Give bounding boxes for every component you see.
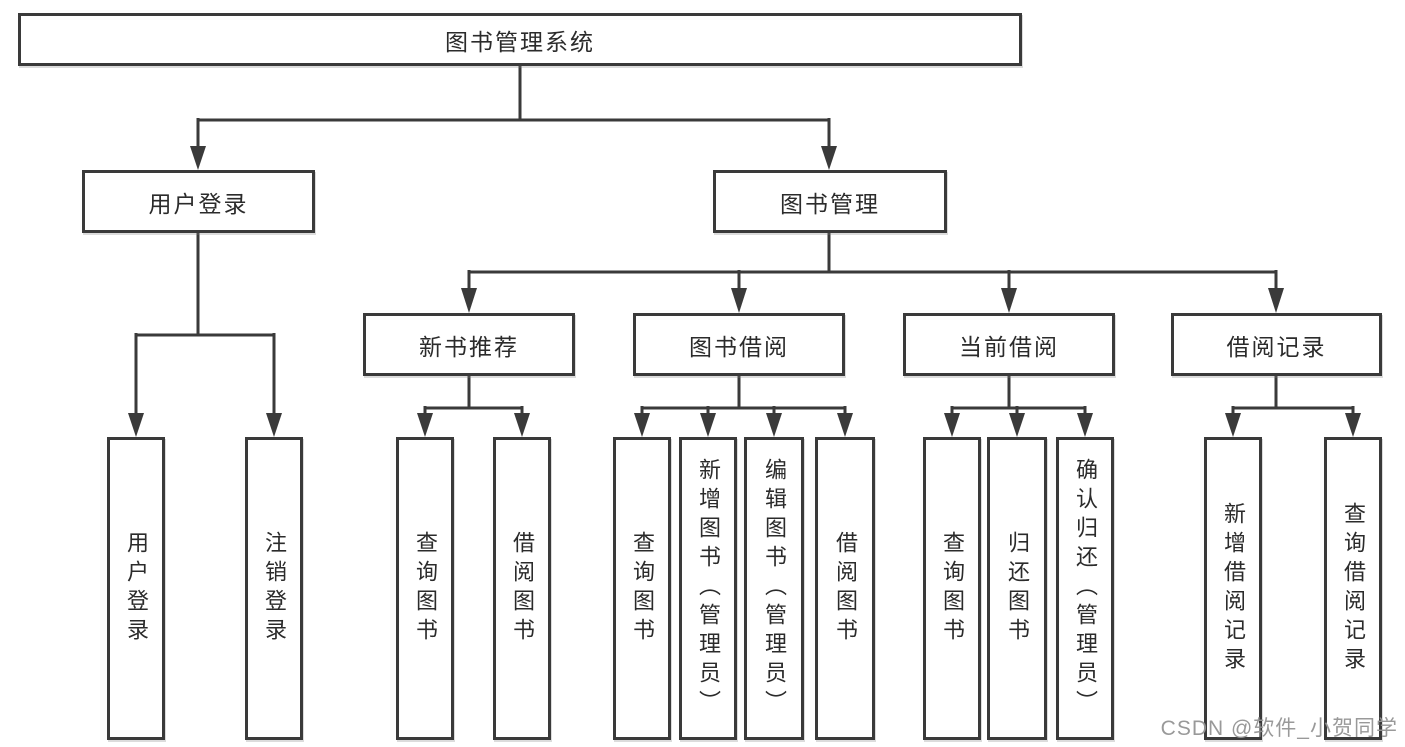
leaf-query-books-recommend: 查询图书 (396, 437, 454, 740)
connector-book-management-to-level3 (461, 233, 1284, 313)
leaf-label: 查询图书 (630, 530, 655, 647)
leaf-query-books-current: 查询图书 (923, 437, 981, 740)
leaf-label: 归还图书 (1005, 530, 1030, 647)
leaf-label: 新增借阅记录 (1221, 501, 1246, 676)
leaf-borrow-books-recommend: 借阅图书 (493, 437, 551, 740)
node-user-login: 用户登录 (82, 170, 315, 233)
csdn-watermark: CSDN @软件_小贺同学 (1160, 717, 1398, 740)
connector-root-to-level2 (190, 66, 837, 170)
leaf-label: 注销登录 (262, 530, 287, 647)
node-borrow-records: 借阅记录 (1171, 313, 1382, 376)
node-current-borrow: 当前借阅 (903, 313, 1115, 376)
leaf-label: 借阅图书 (833, 530, 858, 647)
connector-user-login-children (128, 233, 282, 437)
leaf-label: 编辑图书（管理员） (762, 458, 787, 719)
connector-current-borrow-children (944, 376, 1093, 437)
node-root-system: 图书管理系统 (18, 13, 1022, 66)
connector-borrow-records-children (1225, 376, 1361, 437)
leaf-confirm-return-admin: 确认归还（管理员） (1056, 437, 1114, 740)
node-new-book-recommend: 新书推荐 (363, 313, 575, 376)
leaf-logout: 注销登录 (245, 437, 303, 740)
leaf-query-borrow-record: 查询借阅记录 (1324, 437, 1382, 740)
leaf-label: 查询借阅记录 (1341, 501, 1366, 676)
connector-new-book-children (417, 376, 530, 437)
node-book-borrow: 图书借阅 (633, 313, 845, 376)
leaf-label: 借阅图书 (510, 530, 535, 647)
leaf-return-books: 归还图书 (987, 437, 1047, 740)
leaf-add-books-admin: 新增图书（管理员） (679, 437, 737, 740)
leaf-edit-books-admin: 编辑图书（管理员） (744, 437, 804, 740)
leaf-add-borrow-record: 新增借阅记录 (1204, 437, 1262, 740)
connector-book-borrow-children (634, 376, 853, 437)
leaf-label: 新增图书（管理员） (696, 458, 721, 719)
leaf-borrow-books: 借阅图书 (815, 437, 875, 740)
leaf-query-books-borrow: 查询图书 (613, 437, 671, 740)
leaf-user-login: 用户登录 (107, 437, 165, 740)
leaf-label: 确认归还（管理员） (1073, 458, 1098, 719)
leaf-label: 查询图书 (940, 530, 965, 647)
leaf-label: 查询图书 (413, 530, 438, 647)
leaf-label: 用户登录 (124, 530, 149, 647)
node-book-management: 图书管理 (713, 170, 947, 233)
